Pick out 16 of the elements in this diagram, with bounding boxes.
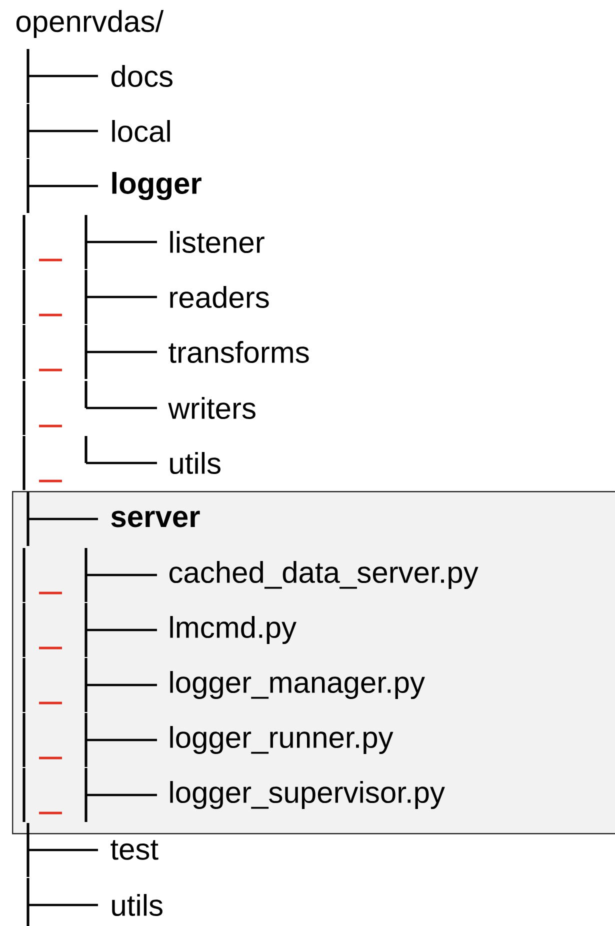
folder-name: utils (112, 894, 162, 916)
folder-name: openrvdas/ (16, 10, 164, 38)
folder-name: local (112, 120, 170, 142)
folder-name: docs (111, 65, 172, 88)
file-name: lmcmd.py (170, 616, 296, 644)
file-name: cached_data_server.py (169, 561, 478, 589)
folder-name: listener (170, 231, 264, 254)
group-box (12, 491, 615, 834)
folder-name: writers (168, 397, 256, 420)
folder-name: logger (112, 172, 202, 200)
file-name: logger_supervisor.py (170, 781, 445, 809)
file-name: logger_manager.py (170, 671, 425, 699)
folder-name: server (111, 510, 200, 528)
folder-name: transforms (168, 341, 309, 364)
file-name: logger_runner.py (170, 726, 394, 754)
folder-name: readers (170, 286, 269, 308)
